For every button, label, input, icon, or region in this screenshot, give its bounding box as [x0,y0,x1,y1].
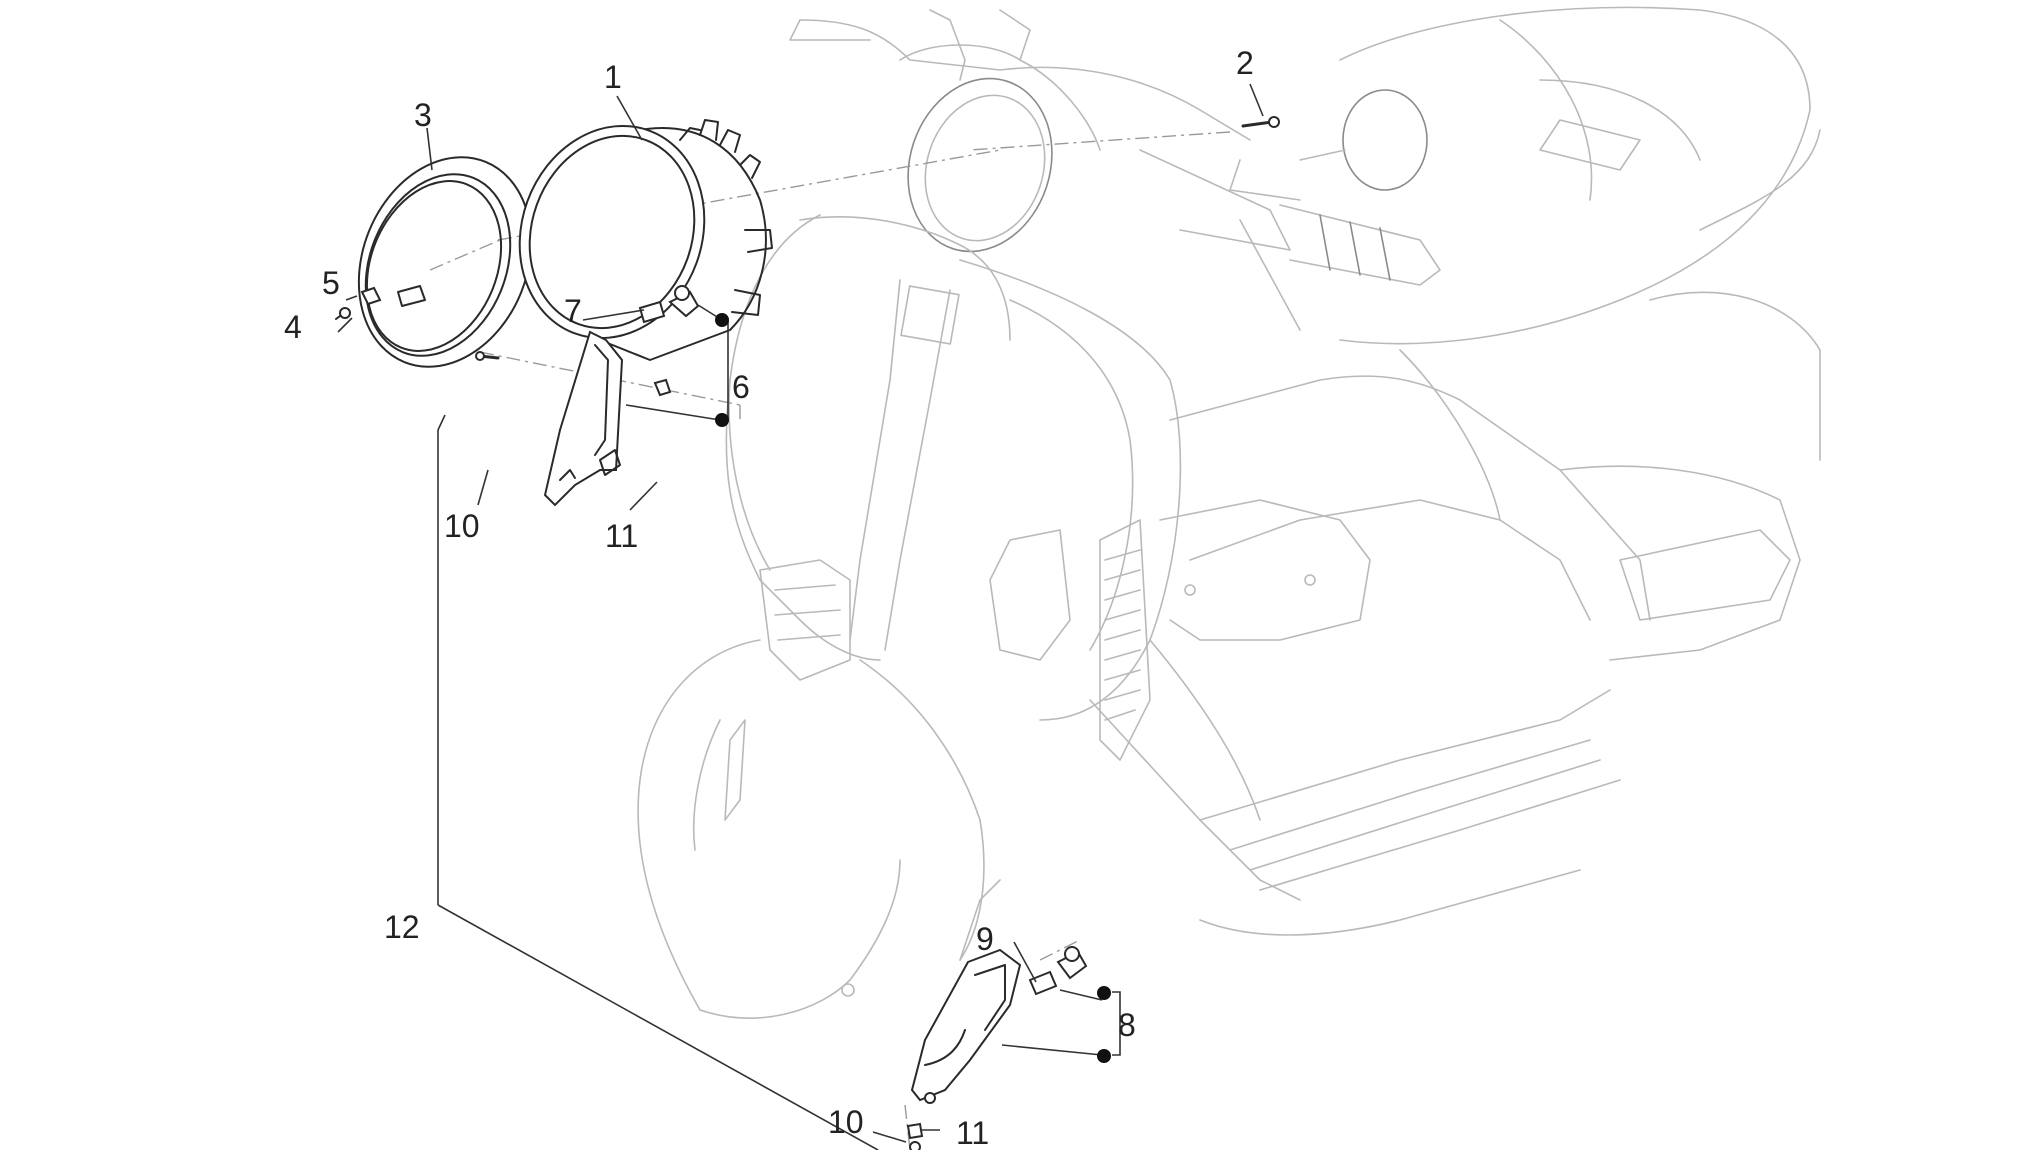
callout-3: 3 [414,97,432,133]
front-indicator-upper [475,285,700,507]
screw-part-4 [335,307,351,320]
callout-12: 12 [384,909,420,945]
callout-2: 2 [1236,45,1254,81]
callout-5: 5 [322,265,340,301]
front-indicator-lower [906,946,1088,1150]
leader-lines [337,83,1264,1150]
reference-dots [715,313,1111,1063]
headlamp-bezel-ring [357,156,533,368]
headlamp-unit [518,119,773,361]
callout-10-lower: 10 [828,1104,864,1140]
callout-7: 7 [564,293,582,329]
callout-labels: 1 2 3 4 5 6 7 8 9 10 11 10 11 12 [284,45,1254,1150]
callout-10-upper: 10 [444,508,480,544]
callout-6: 6 [732,369,750,405]
callout-11-lower: 11 [956,1115,989,1150]
callout-1: 1 [604,59,622,95]
clip-part-5 [360,286,382,306]
scooter-outline [637,6,1821,1019]
callout-9: 9 [976,921,994,957]
callout-11-upper: 11 [605,518,638,554]
screw-part-2 [1241,116,1280,128]
callout-4: 4 [284,309,302,345]
callout-8: 8 [1118,1007,1136,1043]
